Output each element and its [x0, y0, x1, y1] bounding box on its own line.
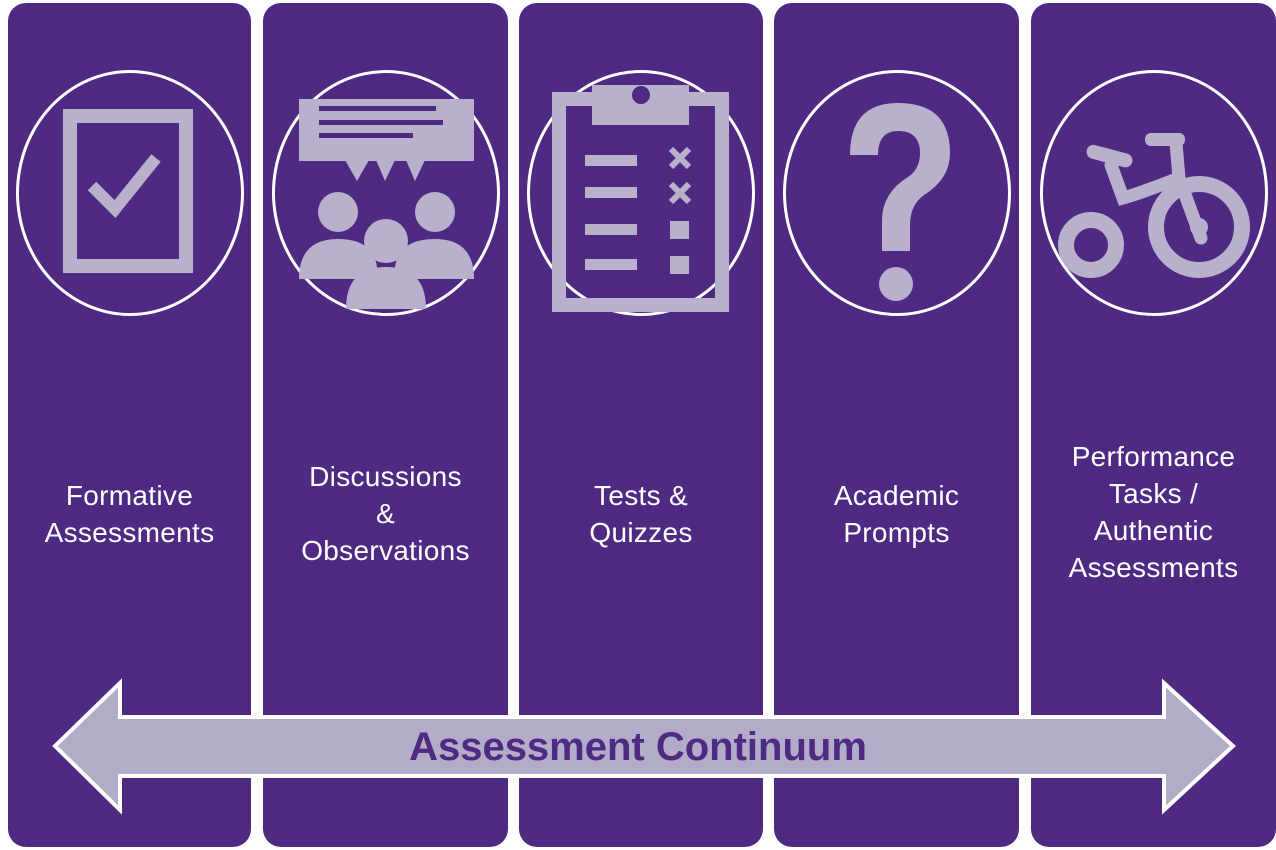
column-tests: Tests & Quizzes [519, 3, 763, 847]
column-discussions: Discussions & Observations [263, 3, 508, 847]
icon-circle [271, 70, 500, 316]
icon-circle [1039, 70, 1268, 316]
continuum-label: Assessment Continuum [409, 725, 867, 769]
tricycle-icon [1058, 133, 1250, 278]
icon-circle [782, 70, 1011, 316]
icon-circle [527, 70, 755, 316]
column-formative: Formative Assessments [8, 3, 251, 847]
clipboard-checklist-icon [552, 85, 729, 312]
column-label: Academic Prompts [833, 480, 960, 548]
question-mark-icon [850, 103, 950, 301]
discussion-group-icon [299, 99, 474, 309]
icon-circle [15, 70, 244, 316]
column-label: Discussions & Observations [301, 461, 470, 566]
checkbox-checked-icon [63, 109, 193, 273]
column-performance-tasks: Performance Tasks / Authentic Assessment… [1031, 3, 1276, 847]
column-label: Performance Tasks / Authentic Assessment… [1068, 441, 1239, 583]
column-academic-prompts: Academic Prompts [774, 3, 1019, 847]
column-label: Tests & Quizzes [589, 480, 693, 548]
column-label: Formative Assessments [44, 480, 215, 548]
